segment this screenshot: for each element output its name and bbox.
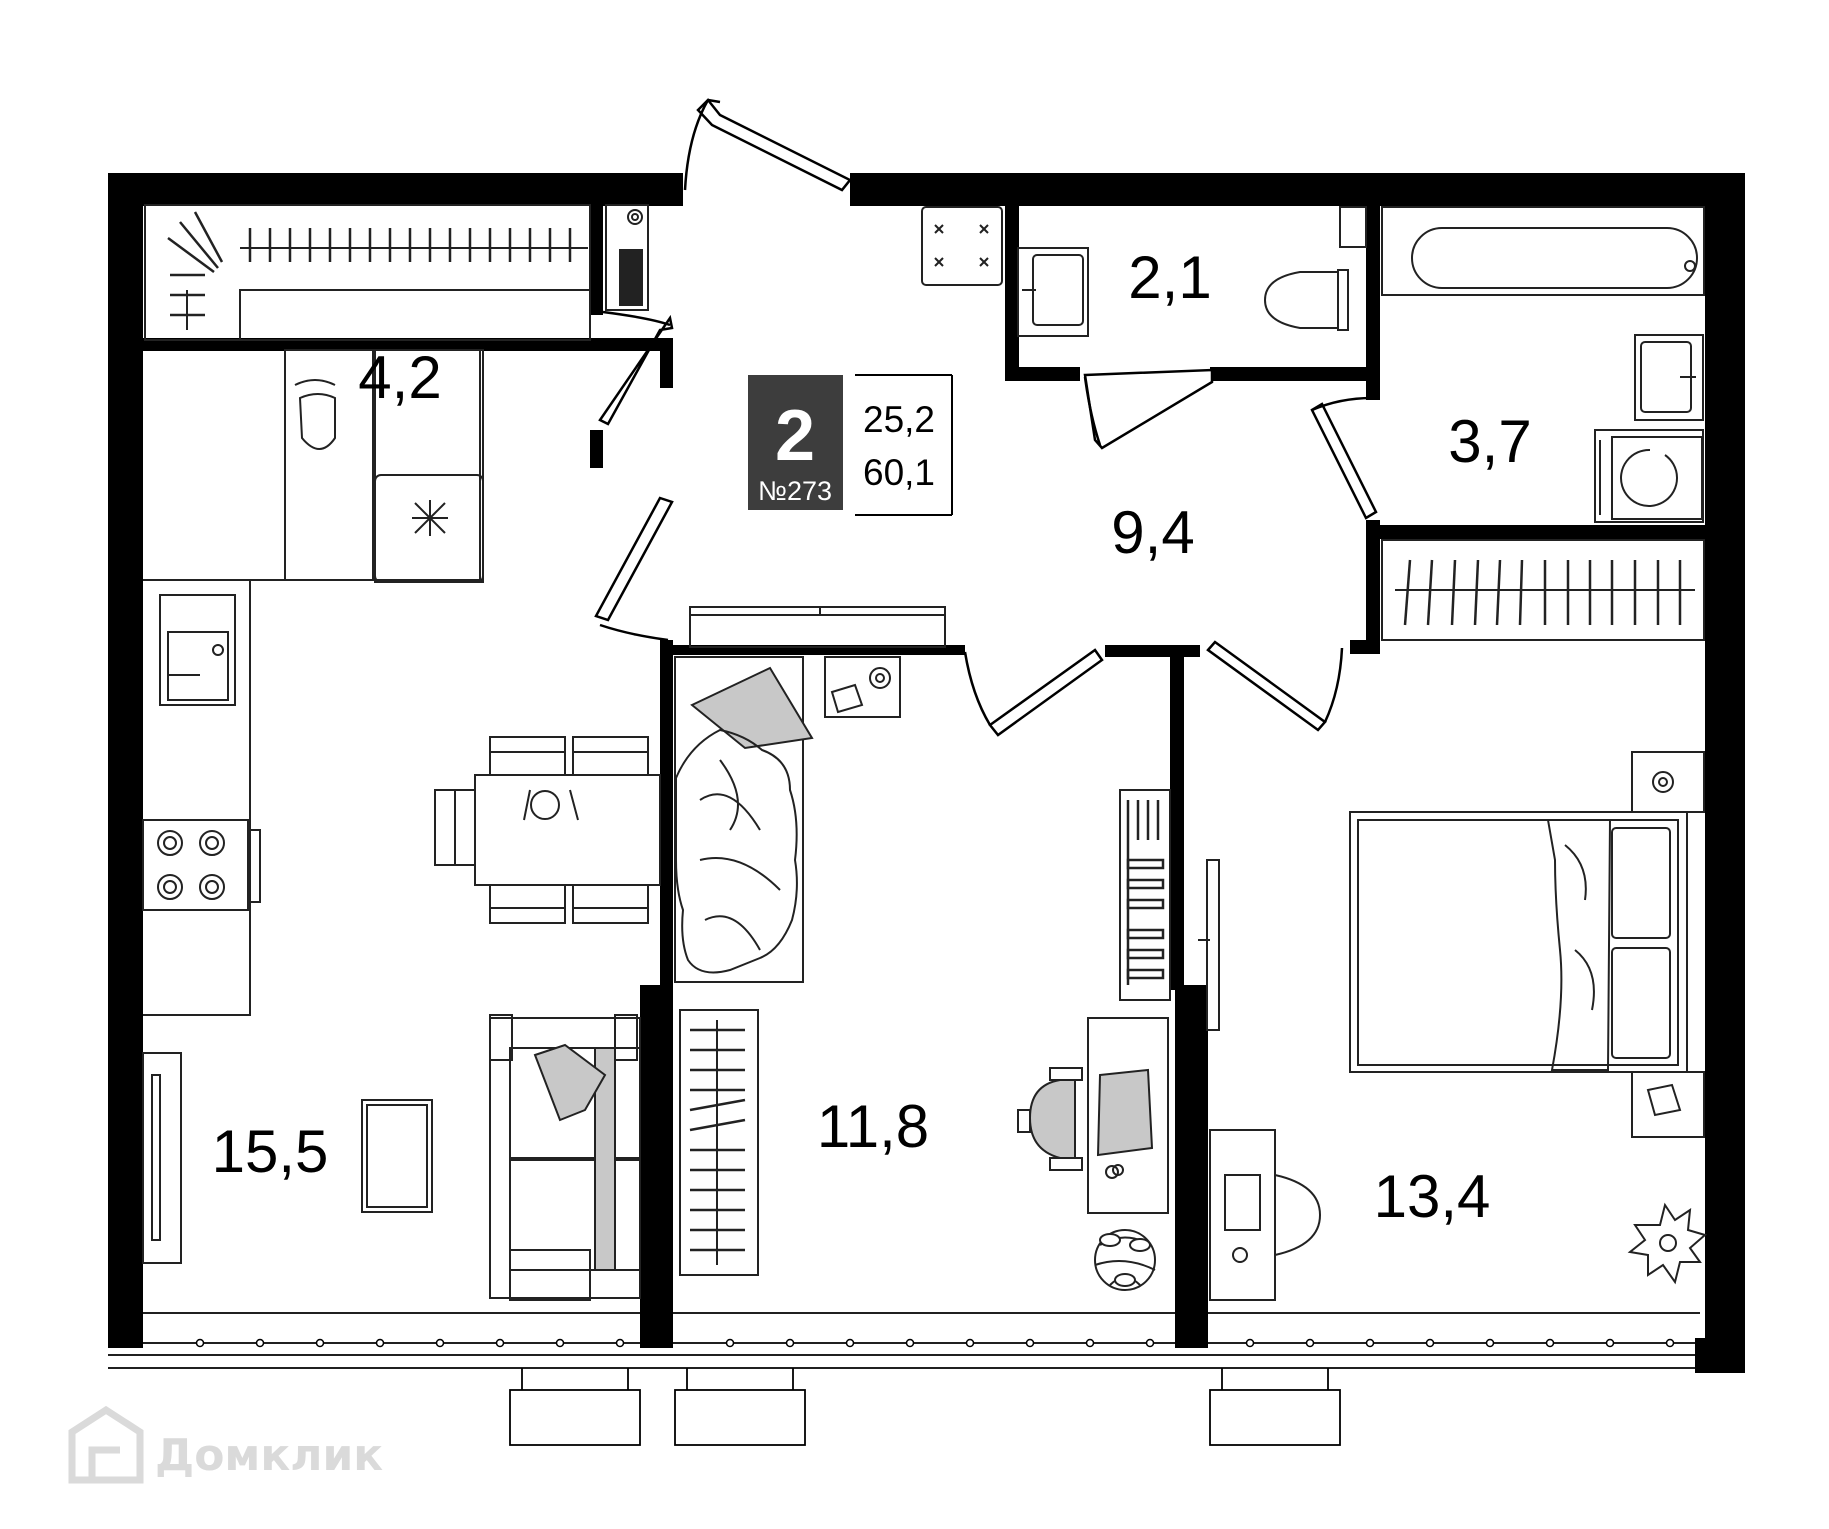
cooktop xyxy=(142,819,261,911)
bedroom-desk xyxy=(1209,1129,1322,1301)
plant-big xyxy=(1627,1202,1708,1285)
wc-door xyxy=(1083,368,1214,450)
plant-small xyxy=(1094,1229,1156,1291)
floor-lamp xyxy=(1198,859,1220,1031)
bathroom-sink xyxy=(1634,334,1704,421)
area-hall: 9,4 xyxy=(1111,499,1194,566)
kitchen-range-hood xyxy=(284,349,374,581)
interior-walls xyxy=(143,200,1711,990)
area-bedroom-small: 11,8 xyxy=(817,1093,929,1160)
hall-cabinet xyxy=(921,206,1003,286)
wc-toilet xyxy=(1263,206,1367,331)
apartment-number: №273 xyxy=(758,476,832,506)
bathtub xyxy=(1381,206,1705,296)
storage-door xyxy=(598,310,674,426)
kitchen-counter xyxy=(143,349,484,1016)
apartment-info: 2 №273 25,2 60,1 xyxy=(748,374,953,516)
area-kitchen-living: 15,5 xyxy=(212,1118,329,1185)
room-areas: 4,2 2,1 3,7 9,4 15,5 11,8 13,4 xyxy=(212,244,1532,1230)
tv-stand xyxy=(142,1052,182,1264)
furniture xyxy=(142,204,1708,1301)
storage-shelving xyxy=(144,204,591,341)
living-area: 25,2 xyxy=(863,399,935,440)
house-logo-icon xyxy=(68,1405,144,1484)
sofa xyxy=(489,1014,641,1301)
nightstand xyxy=(824,656,901,718)
boiler xyxy=(605,204,649,311)
rooms-badge xyxy=(748,375,843,510)
bedroom-small-door xyxy=(963,648,1104,737)
dining-table xyxy=(434,736,661,924)
total-area: 60,1 xyxy=(863,452,935,493)
hall-wardrobe xyxy=(689,606,946,648)
bathroom-door xyxy=(1310,396,1378,520)
bedroom-wardrobe xyxy=(1381,539,1705,641)
work-desk xyxy=(1017,1017,1169,1214)
double-bed xyxy=(1349,751,1705,1138)
windows xyxy=(108,1312,1700,1446)
wc-sink xyxy=(1017,247,1089,337)
small-wardrobe xyxy=(679,1009,759,1276)
watermark-text: Домклик xyxy=(155,1430,383,1481)
doors xyxy=(594,98,1378,737)
watermark: Домклик xyxy=(68,1405,383,1484)
single-bed xyxy=(674,656,814,983)
bookshelf xyxy=(1119,789,1171,1001)
bedroom-main-door xyxy=(1206,640,1344,732)
kitchen-door xyxy=(594,496,674,642)
entrance-door xyxy=(683,98,852,192)
area-bedroom-main: 13,4 xyxy=(1374,1163,1491,1230)
coffee-table xyxy=(361,1099,433,1213)
kitchen-sink xyxy=(159,594,236,706)
area-wc: 2,1 xyxy=(1128,244,1211,311)
fridge xyxy=(374,474,484,583)
area-bathroom: 3,7 xyxy=(1448,408,1531,475)
area-storage: 4,2 xyxy=(358,344,441,411)
rooms-count: 2 xyxy=(775,396,815,476)
washing-machine xyxy=(1594,429,1704,523)
exterior-walls xyxy=(108,173,1745,1373)
